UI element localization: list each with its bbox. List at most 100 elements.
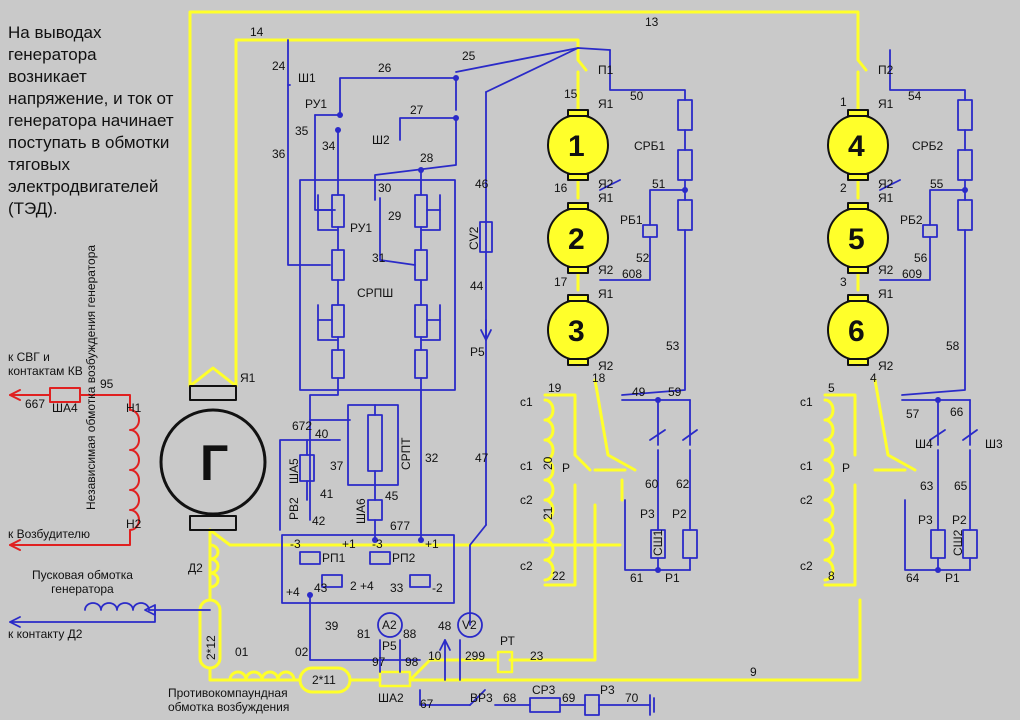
- wire-01: 01: [235, 645, 249, 659]
- wire-63: 63: [920, 479, 934, 493]
- wire-44: 44: [470, 279, 484, 293]
- wire-50: 50: [630, 89, 644, 103]
- wire-667: 667: [25, 397, 45, 411]
- label-sha5: ША5: [287, 458, 301, 484]
- label-srb1: СРБ1: [634, 139, 666, 153]
- generator-label: Г: [200, 435, 228, 491]
- wire-15: 15: [564, 87, 578, 101]
- label-ssh1: СШ1: [651, 529, 665, 556]
- label-c2-c: с2: [800, 493, 813, 507]
- label-r3-c: Р3: [600, 683, 615, 697]
- label-sha6: ША6: [354, 498, 368, 524]
- label-r2-a: Р2: [672, 507, 687, 521]
- srpt-label: СРПТ: [399, 437, 413, 470]
- wire-26: 26: [378, 61, 392, 75]
- wire-53: 53: [666, 339, 680, 353]
- label-r5-b: Р5: [382, 639, 397, 653]
- excitation-circuit: [9, 387, 140, 551]
- label-r5-a: Р5: [470, 345, 485, 359]
- wire-45: 45: [385, 489, 399, 503]
- resistor-2x12: [198, 598, 222, 670]
- label-sh4: Ш4: [915, 437, 933, 451]
- label-ya2-m4: Я2: [878, 177, 894, 191]
- label-rp-plus1-b: +1: [425, 537, 439, 551]
- generator-symbol: [159, 408, 267, 516]
- field-coils: [208, 398, 835, 682]
- wire-21: 21: [541, 506, 555, 520]
- shunt-sha2: [378, 670, 412, 688]
- label-ru1-a: РУ1: [305, 97, 327, 111]
- wire-672: 672: [292, 419, 312, 433]
- wire-27: 27: [410, 103, 424, 117]
- wire-56: 56: [914, 251, 928, 265]
- wire-49: 49: [632, 385, 646, 399]
- wire-22: 22: [552, 569, 566, 583]
- wire-13: 13: [645, 15, 659, 29]
- label-c1-a: с1: [520, 395, 533, 409]
- wire-67: 67: [420, 697, 434, 711]
- label-c1-b: с1: [520, 459, 533, 473]
- label-ya1-m1: Я1: [598, 97, 614, 111]
- wire-19: 19: [548, 381, 562, 395]
- label-c2-b: с2: [520, 559, 533, 573]
- ammeter-a2: [377, 612, 403, 638]
- wire-98: 98: [405, 655, 419, 669]
- motor-2-label: 2: [568, 223, 585, 256]
- wire-97: 97: [372, 655, 386, 669]
- wire-95: 95: [100, 377, 114, 391]
- label-v2: V2: [462, 618, 477, 632]
- label-p-right: Р: [842, 461, 850, 475]
- wire-17: 17: [554, 275, 568, 289]
- srpsh-label: СРПШ: [357, 286, 393, 300]
- motor-symbols: [547, 109, 889, 366]
- wire-62: 62: [676, 477, 690, 491]
- wire-60: 60: [645, 477, 659, 491]
- wire-608: 608: [622, 267, 642, 281]
- wire-65: 65: [954, 479, 968, 493]
- wire-69: 69: [562, 691, 576, 705]
- wire-16: 16: [554, 181, 568, 195]
- label-rb2: РБ2: [900, 213, 923, 227]
- label-excitation-winding: Независимая обмотка возбуждения генерато…: [84, 245, 98, 510]
- label-rv2: РВ2: [287, 497, 301, 520]
- wire-88: 88: [403, 627, 417, 641]
- wire-18: 18: [592, 371, 606, 385]
- wire-40: 40: [315, 427, 329, 441]
- wire-61: 61: [630, 571, 644, 585]
- label-n1: Н1: [126, 401, 142, 415]
- label-rp-minus3-b: -3: [372, 537, 383, 551]
- label-sh2: Ш2: [372, 133, 390, 147]
- wire-64: 64: [906, 571, 920, 585]
- wire-81: 81: [357, 627, 371, 641]
- label-a2: А2: [382, 618, 397, 632]
- label-d2: Д2: [188, 561, 203, 575]
- caption-text: На выводах генератора возникает напряжен…: [8, 23, 174, 218]
- power-circuit: [188, 10, 917, 682]
- wire-48: 48: [438, 619, 452, 633]
- label-ya1-m5: Я1: [878, 191, 894, 205]
- label-vr3: ВР3: [470, 691, 493, 705]
- label-svg-kv-text: к СВГ и контактам КВ: [8, 350, 83, 378]
- wire-8: 8: [828, 569, 835, 583]
- voltmeter-v2: [457, 612, 483, 638]
- label-ya1-m3: Я1: [598, 287, 614, 301]
- wire-35: 35: [295, 124, 309, 138]
- wire-5: 5: [828, 381, 835, 395]
- label-sr3: СР3: [532, 683, 556, 697]
- wire-24: 24: [272, 59, 286, 73]
- label-ssh2: СШ2: [951, 529, 965, 556]
- wire-66: 66: [950, 405, 964, 419]
- wire-3: 3: [840, 275, 847, 289]
- label-r1-b: Р1: [945, 571, 960, 585]
- motor-4-label: 4: [848, 130, 865, 163]
- label-p2: П2: [878, 63, 894, 77]
- wire-68: 68: [503, 691, 517, 705]
- label-ya1-m6: Я1: [878, 287, 894, 301]
- label-ya2-m1: Я2: [598, 177, 614, 191]
- wire-57: 57: [906, 407, 920, 421]
- label-sv2: СV2: [467, 226, 481, 250]
- label-p-left: Р: [562, 461, 570, 475]
- wire-30: 30: [378, 181, 392, 195]
- label-srb2: СРБ2: [912, 139, 944, 153]
